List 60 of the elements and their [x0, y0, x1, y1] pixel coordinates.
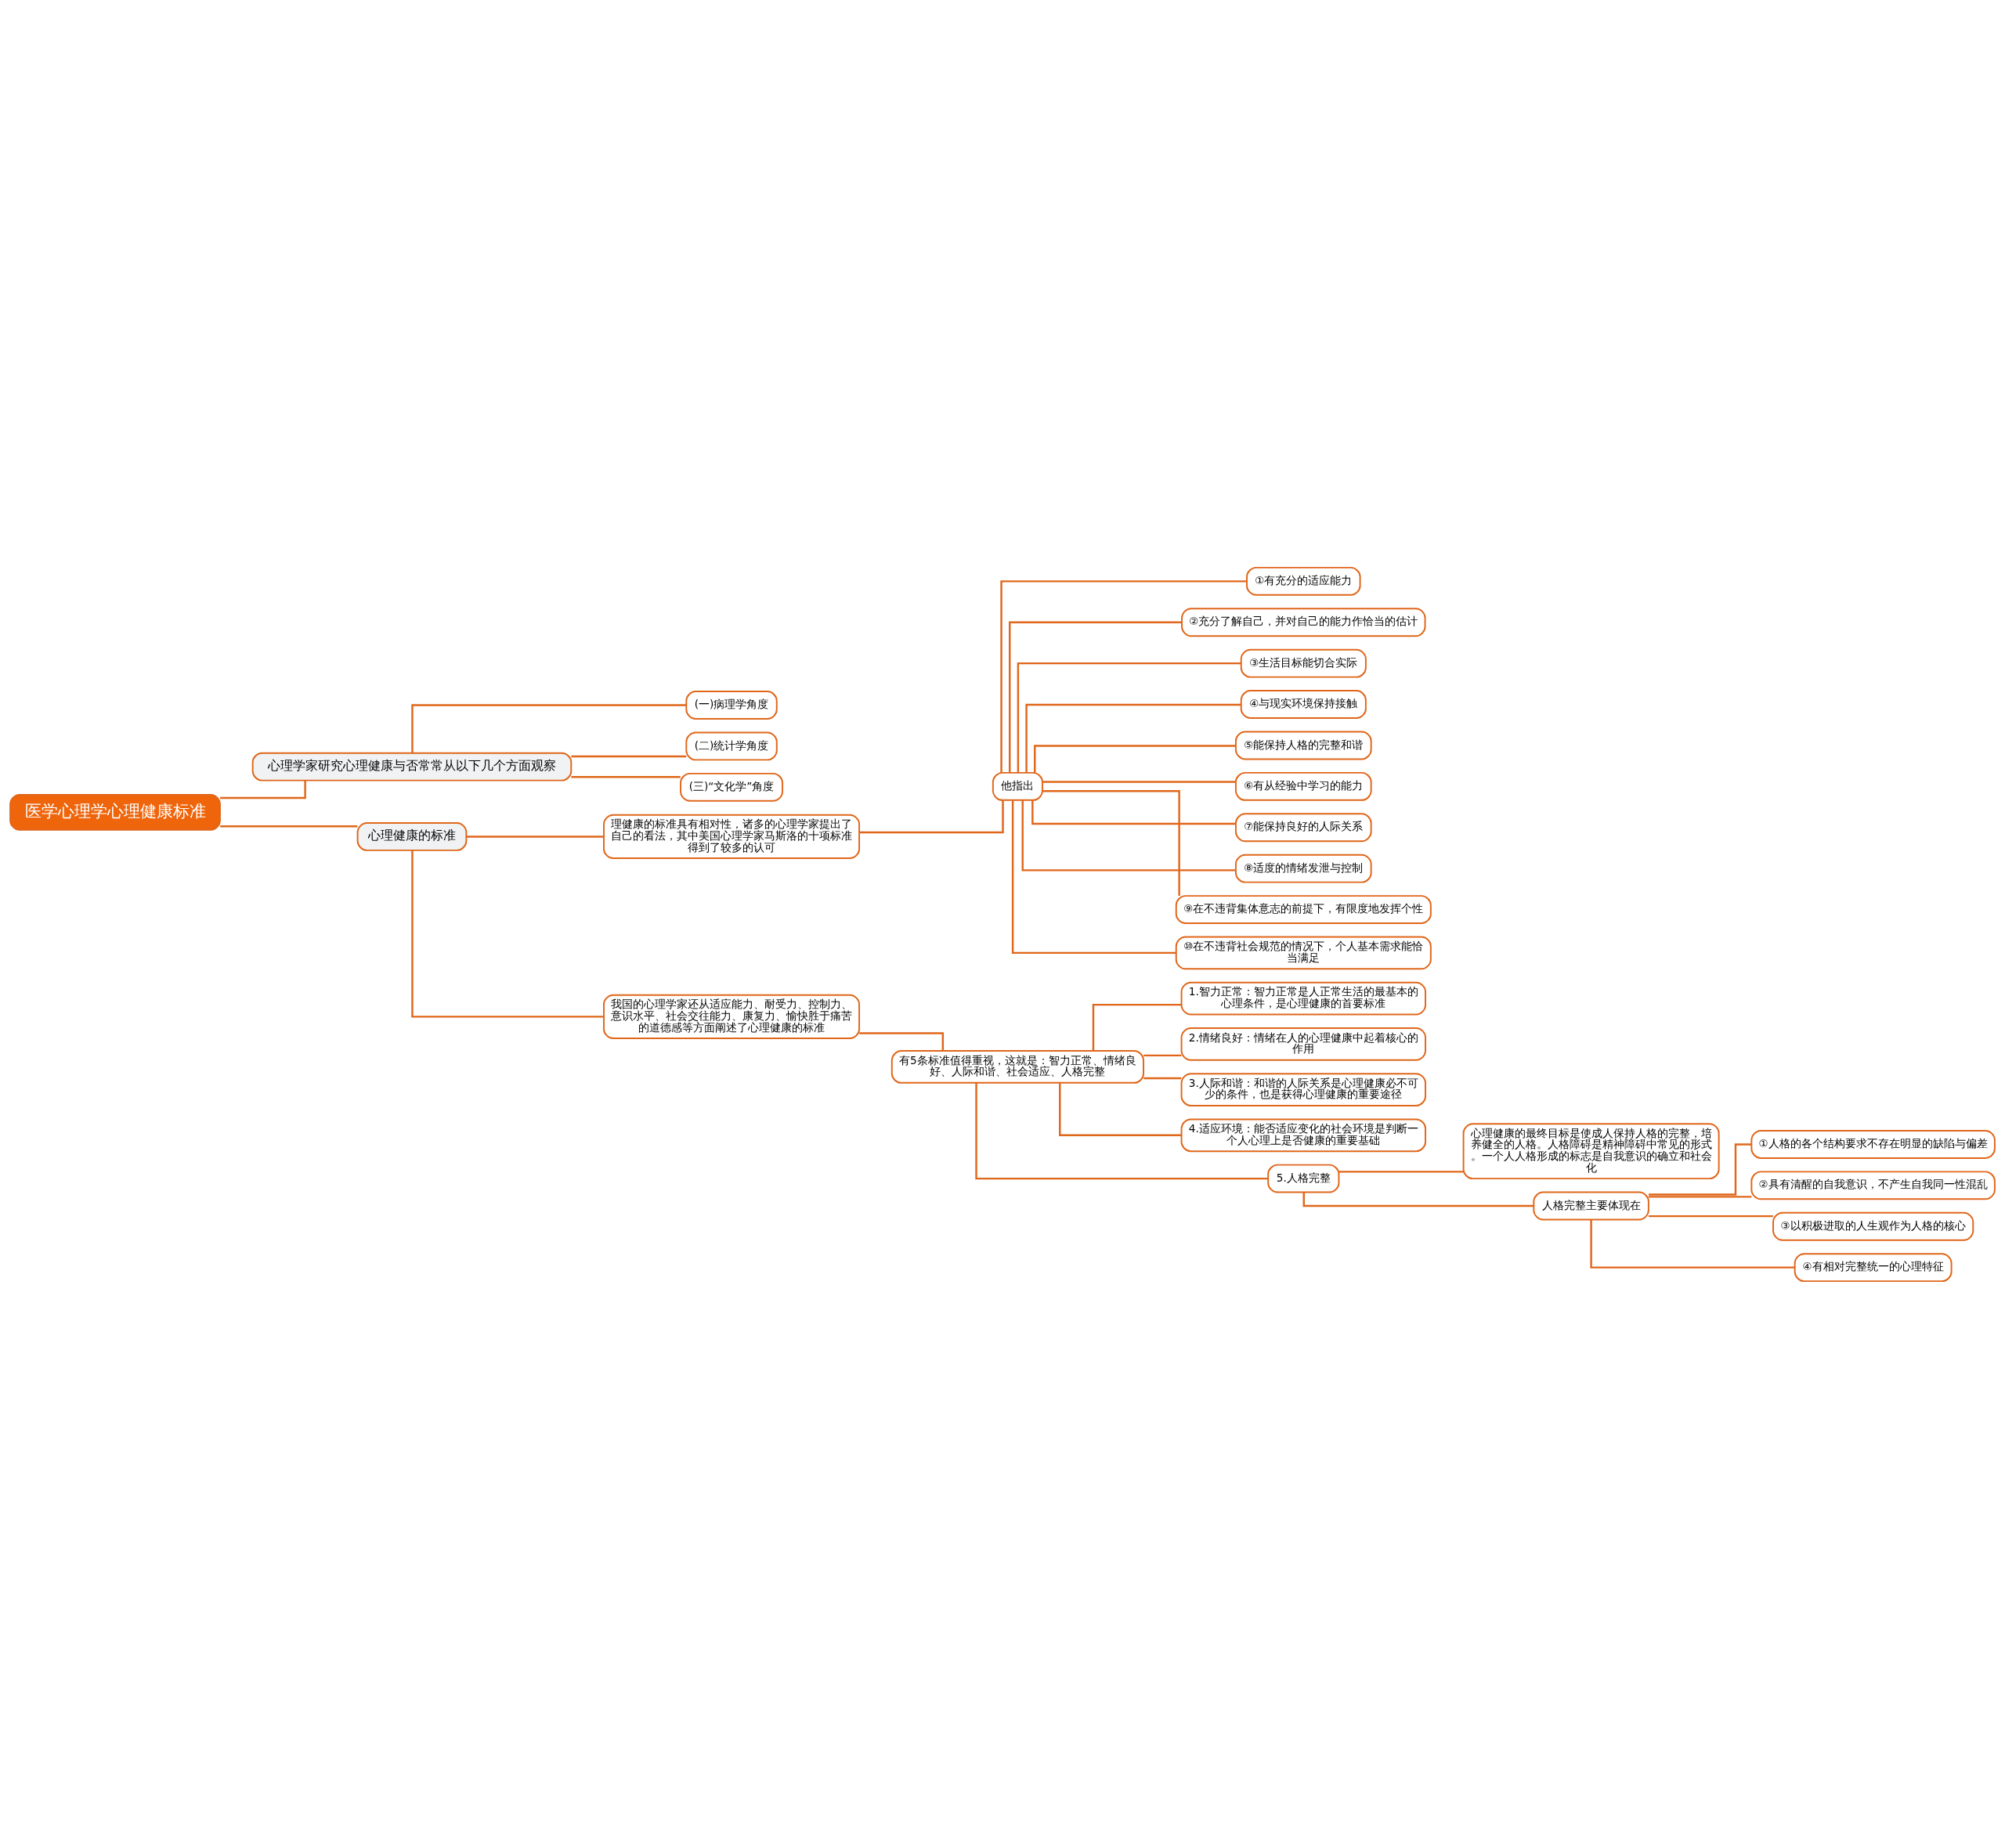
connector: [1648, 1195, 1752, 1198]
node-box: 心理健康的标准: [356, 821, 468, 851]
node-box: ⑦能保持良好的人际关系: [1234, 812, 1372, 842]
node-box: 他指出: [992, 771, 1043, 801]
connector: [1092, 1003, 1182, 1051]
node-box: ⑩在不违背社会规范的情况下，个人基本需求能恰当满足: [1175, 936, 1432, 969]
node-box: ⑧适度的情绪发泄与控制: [1234, 854, 1372, 883]
node-box: ⑤能保持人格的完整和谐: [1234, 731, 1372, 760]
node-box: ⑨在不违背集体意志的前提下，有限度地发挥个性: [1175, 894, 1432, 924]
connector: [975, 1082, 1268, 1179]
connector: [1031, 799, 1236, 825]
node-box: ②充分了解自己，并对自己的能力作恰当的估计: [1181, 607, 1426, 637]
connector: [1021, 799, 1236, 872]
connector: [859, 1031, 945, 1051]
connector: [1017, 662, 1241, 773]
connector: [1011, 799, 1176, 954]
connector: [1143, 1054, 1182, 1056]
node-box: 医学心理学心理健康标准: [9, 793, 221, 831]
connector: [1042, 780, 1236, 783]
connector: [859, 799, 1004, 833]
connector: [411, 703, 687, 753]
node-box: 心理学家研究心理健康与否常常从以下几个方面观察: [251, 752, 573, 781]
connector: [1009, 621, 1182, 773]
node-box: 我国的心理学家还从适应能力、耐受力、控制力、意识水平、社会交往能力、康复力、愉快胜于痛苦的道德感等方面阐述了心理健康的标准: [603, 994, 861, 1039]
connector: [466, 835, 604, 838]
node-box: ①有充分的适应能力: [1246, 566, 1361, 596]
connector: [1143, 1077, 1182, 1079]
connector: [1338, 1170, 1464, 1173]
connector: [1034, 744, 1236, 773]
node-box: ①人格的各个结构要求不存在明显的缺陷与偏差: [1750, 1129, 1996, 1159]
node-box: (三)“文化学”角度: [680, 772, 784, 802]
connector: [1000, 579, 1247, 773]
node-box: ⑥有从经验中学习的能力: [1234, 771, 1372, 801]
connector: [1059, 1082, 1182, 1136]
connector: [1025, 703, 1241, 773]
node-box: ③生活目标能切合实际: [1240, 648, 1367, 678]
connector: [1590, 1219, 1795, 1269]
connector: [1649, 1142, 1752, 1196]
node-box: ②具有清醒的自我意识，不产生自我同一性混乱: [1750, 1170, 1996, 1200]
node-box: ④与现实环境保持接触: [1240, 689, 1367, 719]
node-box: 2.情绪良好：情绪在人的心理健康中起着核心的作用: [1180, 1027, 1426, 1061]
connector: [220, 825, 358, 828]
node-box: 1.智力正常：智力正常是人正常生活的最基本的心理条件，是心理健康的首要标准: [1180, 981, 1426, 1015]
node-box: ③以积极进取的人生观作为人格的核心: [1772, 1211, 1974, 1241]
node-box: ④有相对完整统一的心理特征: [1794, 1252, 1953, 1282]
node-box: 心理健康的最终目标是使成人保持人格的完整，培养健全的人格。人格障碍是精神障碍中常见的形式。一个人人格形成的标志是自我意识的确立和社会化: [1462, 1122, 1720, 1179]
node-box: 理健康的标准具有相对性，诸多的心理学家提出了自己的看法，其中美国心理学家马斯洛的十项标准得到了较多的认可: [603, 814, 861, 859]
node-box: 5.人格完整: [1267, 1164, 1340, 1193]
node-box: (一)病理学角度: [685, 690, 778, 720]
node-box: 3.人际和谐：和谐的人际关系是心理健康必不可少的条件，也是获得心理健康的重要途径: [1180, 1072, 1426, 1106]
node-box: (二)统计学角度: [685, 731, 778, 760]
connector: [1302, 1192, 1534, 1207]
node-box: 人格完整主要体现在: [1533, 1191, 1649, 1220]
connector: [1042, 789, 1180, 896]
node-box: 4.适应环境：能否适应变化的社会环境是判断一个人心理上是否健康的重要基础: [1180, 1117, 1426, 1152]
connector: [411, 850, 604, 1018]
node-box: 有5条标准值得重视，这就是：智力正常、情绪良好、人际和谐、社会适应、人格完整: [891, 1049, 1144, 1084]
connector: [571, 775, 681, 778]
connector: [1648, 1215, 1773, 1217]
connector: [571, 755, 687, 757]
